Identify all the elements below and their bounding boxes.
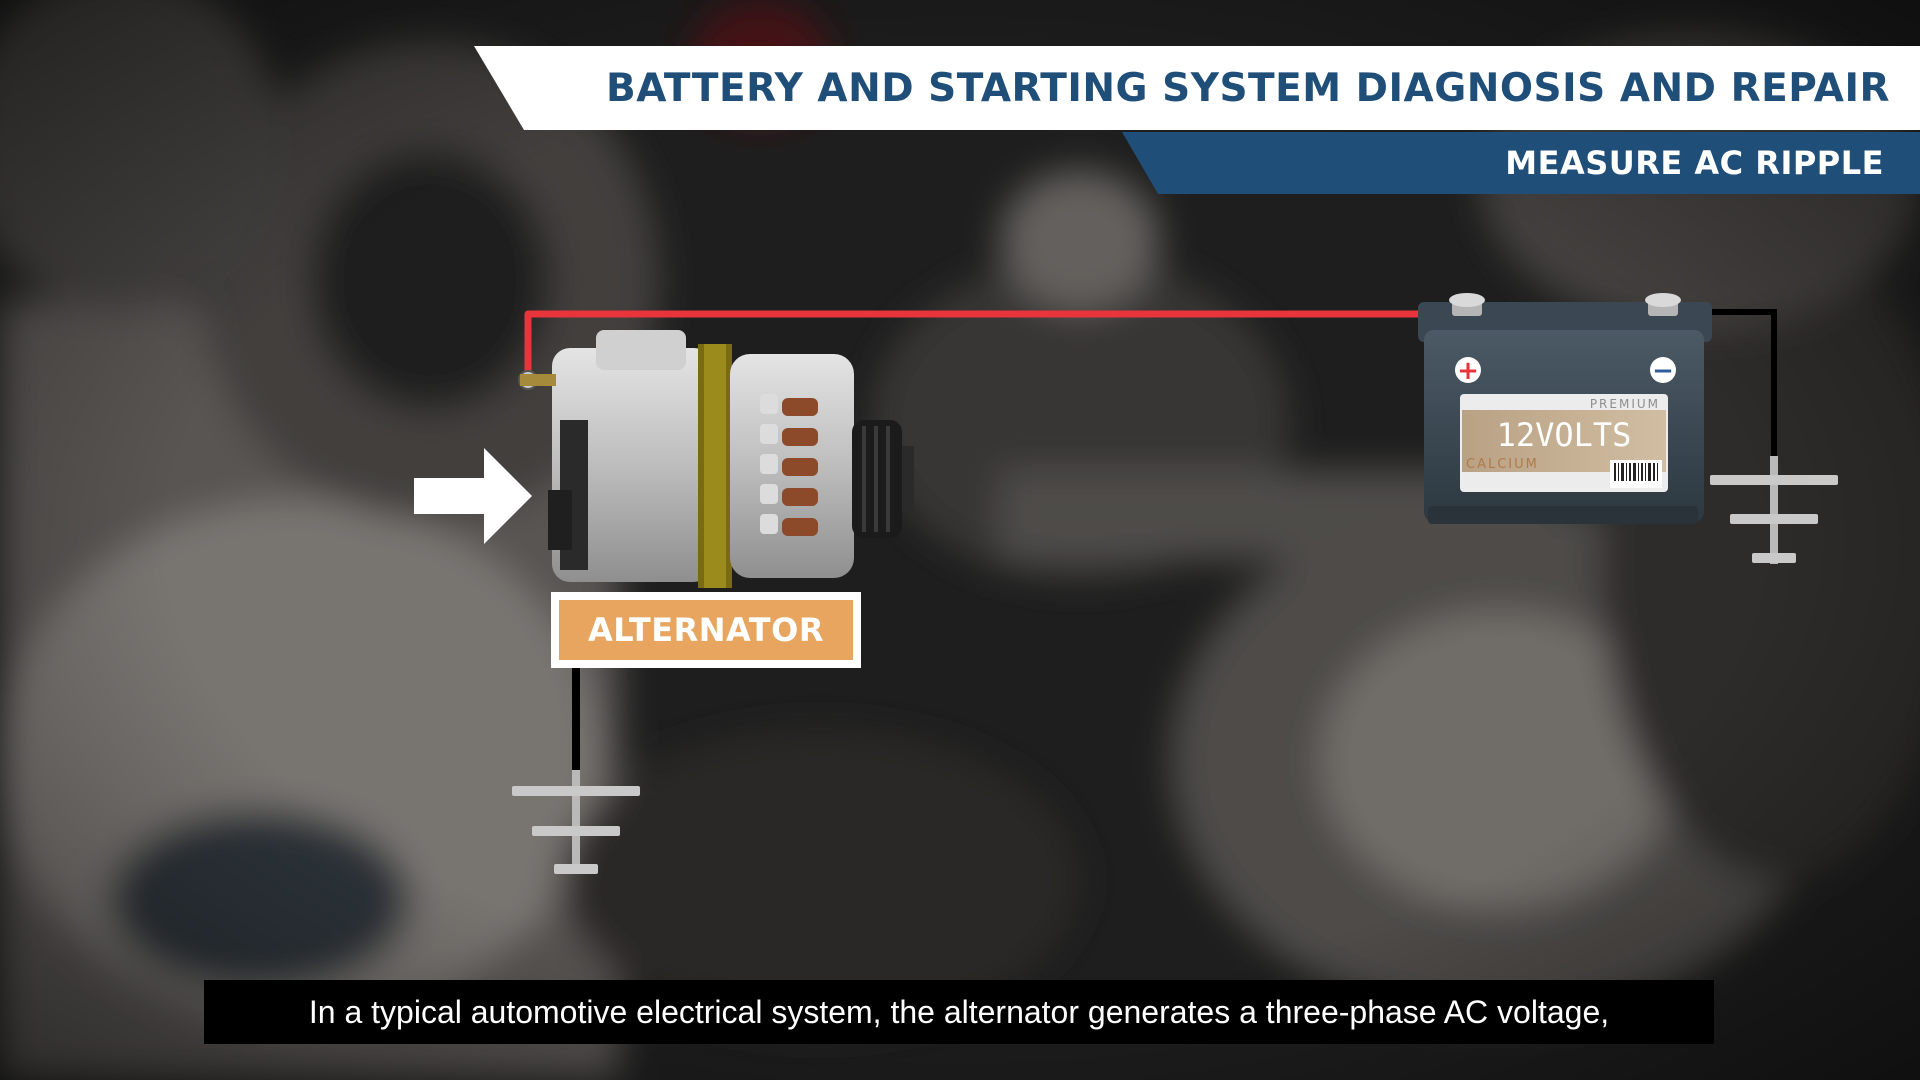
battery-type: CALCIUM (1466, 457, 1539, 472)
alternator-icon (518, 330, 914, 588)
title-banner: BATTERY AND STARTING SYSTEM DIAGNOSIS AN… (474, 46, 1920, 130)
positive-wire (524, 310, 1460, 372)
caption-bar: In a typical automotive electrical syste… (204, 980, 1714, 1044)
ground-symbol-icon (512, 770, 640, 874)
caption-text: In a typical automotive electrical syste… (308, 993, 1610, 1030)
subtitle-banner: MEASURE AC RIPPLE (1122, 132, 1920, 194)
battery-positive-symbol: + (1457, 356, 1479, 386)
barcode-icon (1610, 460, 1662, 488)
battery-voltage: 12VOLTS (1497, 416, 1632, 454)
battery-icon: + − PREMIUM 12VOLTS CALCIUM (1418, 293, 1712, 524)
alternator-label: ALTERNATOR (551, 592, 861, 668)
page-title: BATTERY AND STARTING SYSTEM DIAGNOSIS AN… (606, 65, 1890, 111)
battery-brand: PREMIUM (1590, 397, 1660, 411)
alternator-label-text: ALTERNATOR (559, 600, 853, 660)
ground-symbol-icon (1710, 456, 1838, 564)
page-subtitle: MEASURE AC RIPPLE (1505, 144, 1884, 182)
battery-negative-symbol: − (1652, 356, 1674, 386)
arrow-right-icon (414, 448, 532, 544)
